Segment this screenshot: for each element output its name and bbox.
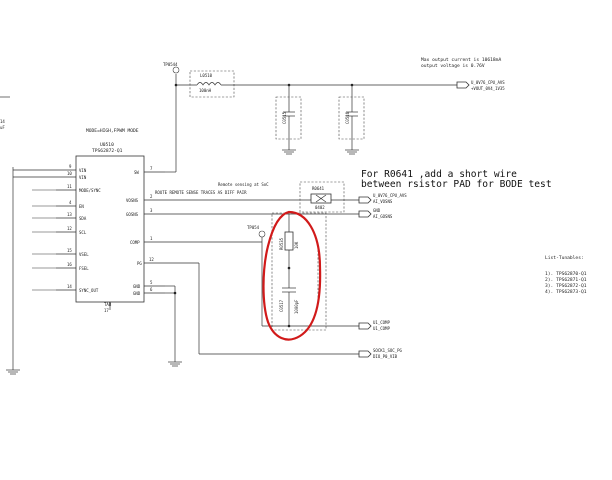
pin-vin-1: VIN xyxy=(79,168,87,173)
tunable-3: 3). TPS62872-Q1 xyxy=(545,283,587,289)
vout-net-alias: +VOUT_0V4_1V35 xyxy=(471,86,505,91)
comp-net-flag xyxy=(358,322,372,330)
svg-text:7: 7 xyxy=(150,166,153,171)
ic-part: TPS62872-Q1 xyxy=(92,148,123,154)
pin-en: EN xyxy=(79,204,84,209)
pin-vosns: VOSNS xyxy=(126,198,139,203)
ic-ref: U0510 xyxy=(100,142,114,148)
svg-text:4: 4 xyxy=(69,200,72,205)
pin-pg: PG xyxy=(137,261,142,266)
tp054-label: TP054 xyxy=(247,225,260,230)
r0535-value: 10K xyxy=(294,241,299,249)
gnd-net-name: GND xyxy=(373,208,381,213)
output-cap-2: C0516 xyxy=(338,83,365,155)
svg-text:14: 14 xyxy=(67,284,72,289)
ic-left-pins: 9 VIN 10 VIN 11 MODE/SYNC 4 EN 13 SDA 12… xyxy=(56,164,101,293)
comp-net-alias: U1_COMP xyxy=(373,326,390,331)
tab-label: TAB xyxy=(104,302,112,307)
vsns-net-flag xyxy=(358,196,372,204)
pin-sda: SDA xyxy=(79,216,87,221)
pin-sw: SW xyxy=(134,170,139,175)
mode-label: MODE=HIGH,FPWM MODE xyxy=(86,128,139,134)
inductor-value: 100nH xyxy=(199,88,212,93)
tunable-4: 4). TPS62873-Q1 xyxy=(545,289,587,295)
remote-sense-label: Remote sensing at SoC xyxy=(218,182,269,187)
pin-scl: SCL xyxy=(79,230,87,235)
vout-net-flag xyxy=(456,81,470,89)
tp0544 xyxy=(172,66,180,74)
r0535-ref: R0535 xyxy=(279,237,284,250)
ground-symbol-left xyxy=(6,369,20,375)
tunable-1: 1). TPS62870-Q1 xyxy=(545,271,587,277)
ic-body xyxy=(75,155,145,303)
max-current-note: Max output current is 10618mA xyxy=(421,57,501,63)
comp-out-dot xyxy=(287,324,291,328)
ground-symbol-ic xyxy=(168,361,182,367)
route-note: ROUTE REMOTE SENSE TRACES AS DIFF PAIR xyxy=(155,190,247,195)
pin-gnd-2: GND xyxy=(133,291,141,296)
svg-text:13: 13 xyxy=(67,212,72,217)
pin-comp: COMP xyxy=(130,240,140,245)
pin-vin-2: VIN xyxy=(79,175,87,180)
junction-dot xyxy=(173,291,177,295)
c0517-ref: C0517 xyxy=(279,299,284,312)
r0641-cross-b xyxy=(315,194,327,203)
vout-net-name: U_0V76_CPU_AVS xyxy=(471,80,505,85)
cap-c0515-ref: C0515 xyxy=(282,111,287,124)
svg-text:16: 16 xyxy=(67,262,72,267)
left-cap-value: uF xyxy=(0,125,5,130)
ic-right-pins: 7 SW 2 VOSNS 3 GOSNS 1 COMP 12 PG 5 GND … xyxy=(126,166,165,296)
comp-outline xyxy=(271,212,327,331)
r0535-body xyxy=(284,231,294,251)
tunable-2: 2). TPS62871-Q1 xyxy=(545,277,587,283)
pg-net-name: SOCK1_SOC_PG xyxy=(373,348,402,353)
gnd-net-alias: AI_GOSNS xyxy=(373,214,393,219)
red-annotation-circle xyxy=(262,210,322,341)
inductor-outline xyxy=(189,70,235,98)
tab-num: 17 xyxy=(104,308,109,313)
tp054 xyxy=(258,230,266,238)
pin-mode-sync: MODE/SYNC xyxy=(79,188,101,193)
vsns-net-name: U_0V76_CPU_AVS xyxy=(373,193,407,198)
left-cap-ref: 14 xyxy=(0,119,5,124)
bode-note-line2: between rsistor PAD for BODE test xyxy=(361,179,552,190)
svg-text:6: 6 xyxy=(150,287,153,292)
svg-text:3: 3 xyxy=(150,208,153,213)
tp0544-label: TP0544 xyxy=(163,62,178,67)
pin-gosns: GOSNS xyxy=(126,212,139,217)
svg-text:10: 10 xyxy=(67,171,72,176)
svg-text:12: 12 xyxy=(149,257,154,262)
tunables-title: List-Tunables: xyxy=(545,255,584,261)
vsns-net-alias: AI_VOSNS xyxy=(373,199,393,204)
c0517-value: 1000pF xyxy=(294,299,299,314)
cap-c0516-ref: C0516 xyxy=(345,111,350,124)
svg-text:1: 1 xyxy=(150,236,153,241)
svg-text:15: 15 xyxy=(67,248,72,253)
svg-text:9: 9 xyxy=(69,164,72,169)
pg-net-alias: DIO_P0_VIB xyxy=(373,354,398,359)
comp-net-name: U1_COMP xyxy=(373,320,390,325)
svg-text:5: 5 xyxy=(150,280,153,285)
pin-sync-out: SYNC_OUT xyxy=(79,288,99,293)
pin-fsel: FSEL xyxy=(79,266,89,271)
pg-net-flag xyxy=(358,350,372,358)
r0641-value: 0402 xyxy=(315,205,325,210)
output-cap-1: C0515 xyxy=(275,83,302,155)
gnd-net-flag xyxy=(358,210,372,218)
output-voltage-note: output voltage is 0.76V xyxy=(421,63,485,69)
bode-note-line1: For R0641 ,add a short wire xyxy=(361,169,517,180)
pin-vsel: VSEL xyxy=(79,252,89,257)
inductor-ref: L0510 xyxy=(200,73,213,78)
svg-text:11: 11 xyxy=(67,184,72,189)
svg-text:2: 2 xyxy=(150,194,153,199)
svg-text:12: 12 xyxy=(67,226,72,231)
r0641-outline xyxy=(299,181,345,213)
pin-gnd-1: GND xyxy=(133,284,141,289)
r0641-ref: R0641 xyxy=(312,186,325,191)
inductor-coil xyxy=(196,82,222,86)
